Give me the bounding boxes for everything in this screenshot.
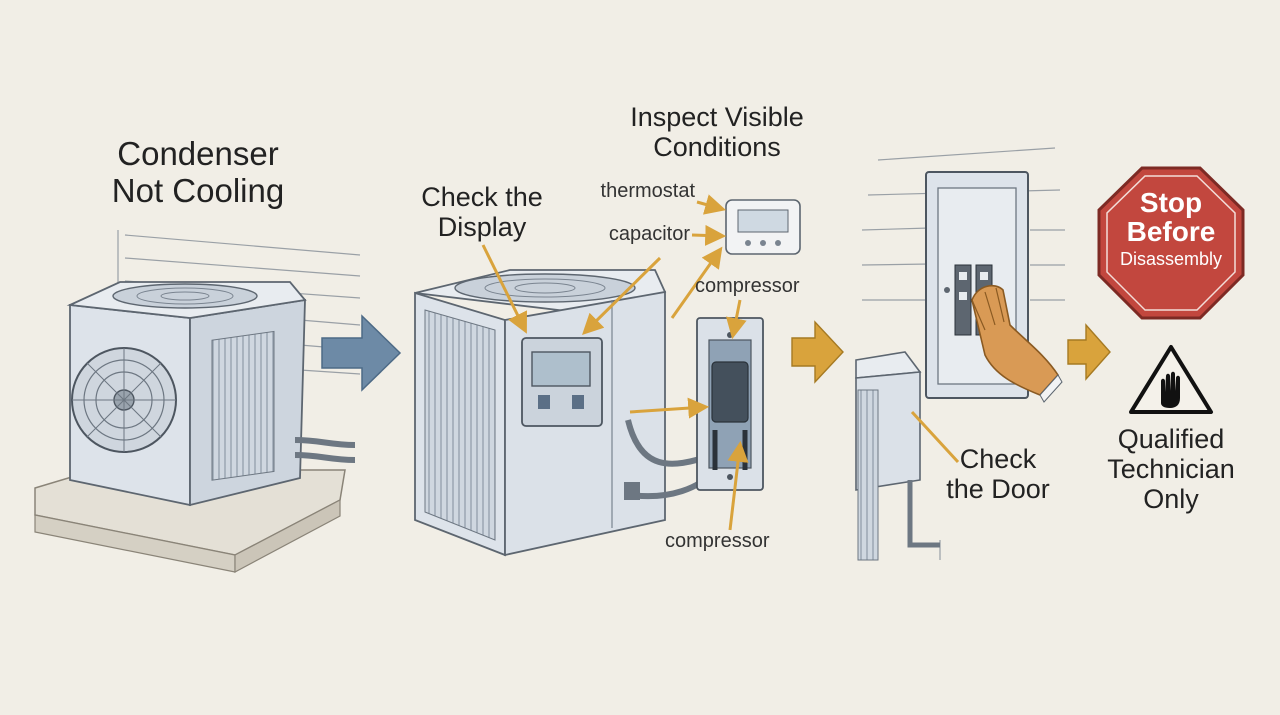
inspect-heading: Inspect Visible Conditions xyxy=(610,102,824,162)
callout-leaders xyxy=(481,194,749,531)
step3-title-line1: Check xyxy=(959,444,1037,474)
step1-title-line1: Condenser xyxy=(117,135,279,172)
callout-compressor-bottom: compressor xyxy=(665,530,770,552)
warning-line2: Technician xyxy=(1107,454,1235,485)
step1-title-line2: Not Cooling xyxy=(111,171,285,209)
step2-title-line1: Check the xyxy=(421,182,543,212)
arrow-right-icon xyxy=(321,314,402,392)
arrow-right-icon xyxy=(1067,323,1111,381)
stop-sign-border xyxy=(1106,175,1236,311)
condenser-unit-icon xyxy=(34,281,356,573)
step2-title: Check the Display xyxy=(402,182,562,242)
condenser-unit-icon xyxy=(414,269,718,557)
gloved-hand-icon xyxy=(971,284,1063,403)
warning-line1: Qualified xyxy=(1117,424,1225,454)
step3-title-line2: the Door xyxy=(946,474,1050,505)
inspect-heading-line2: Conditions xyxy=(653,132,781,163)
inspect-heading-line1: Inspect Visible xyxy=(630,102,804,132)
callout-thermostat: thermostat xyxy=(600,180,695,202)
warning-line3: Only xyxy=(1143,484,1199,515)
step3-title: Check the Door xyxy=(938,444,1058,504)
callout-compressor-top: compressor xyxy=(695,275,800,297)
step2-title-line2: Display xyxy=(437,212,527,243)
step1-title: Condenser Not Cooling xyxy=(88,135,308,210)
warning-hand-icon xyxy=(1129,345,1213,414)
stop-line3: Disassembly xyxy=(1119,248,1223,269)
stop-line1: Stop xyxy=(1139,187,1203,218)
condenser-unit-icon xyxy=(855,351,940,561)
callout-leaders xyxy=(910,410,960,464)
thermostat-icon xyxy=(725,199,801,255)
warning-text: Qualified Technician Only xyxy=(1096,424,1246,515)
stop-sign-icon xyxy=(1097,166,1245,320)
arrow-right-icon xyxy=(791,320,844,384)
disconnect-box-icon xyxy=(696,317,764,491)
stop-sign-text: Stop Before Disassembly xyxy=(1108,188,1234,269)
stop-line2: Before xyxy=(1126,216,1216,248)
callout-capacitor: capacitor xyxy=(608,223,690,245)
